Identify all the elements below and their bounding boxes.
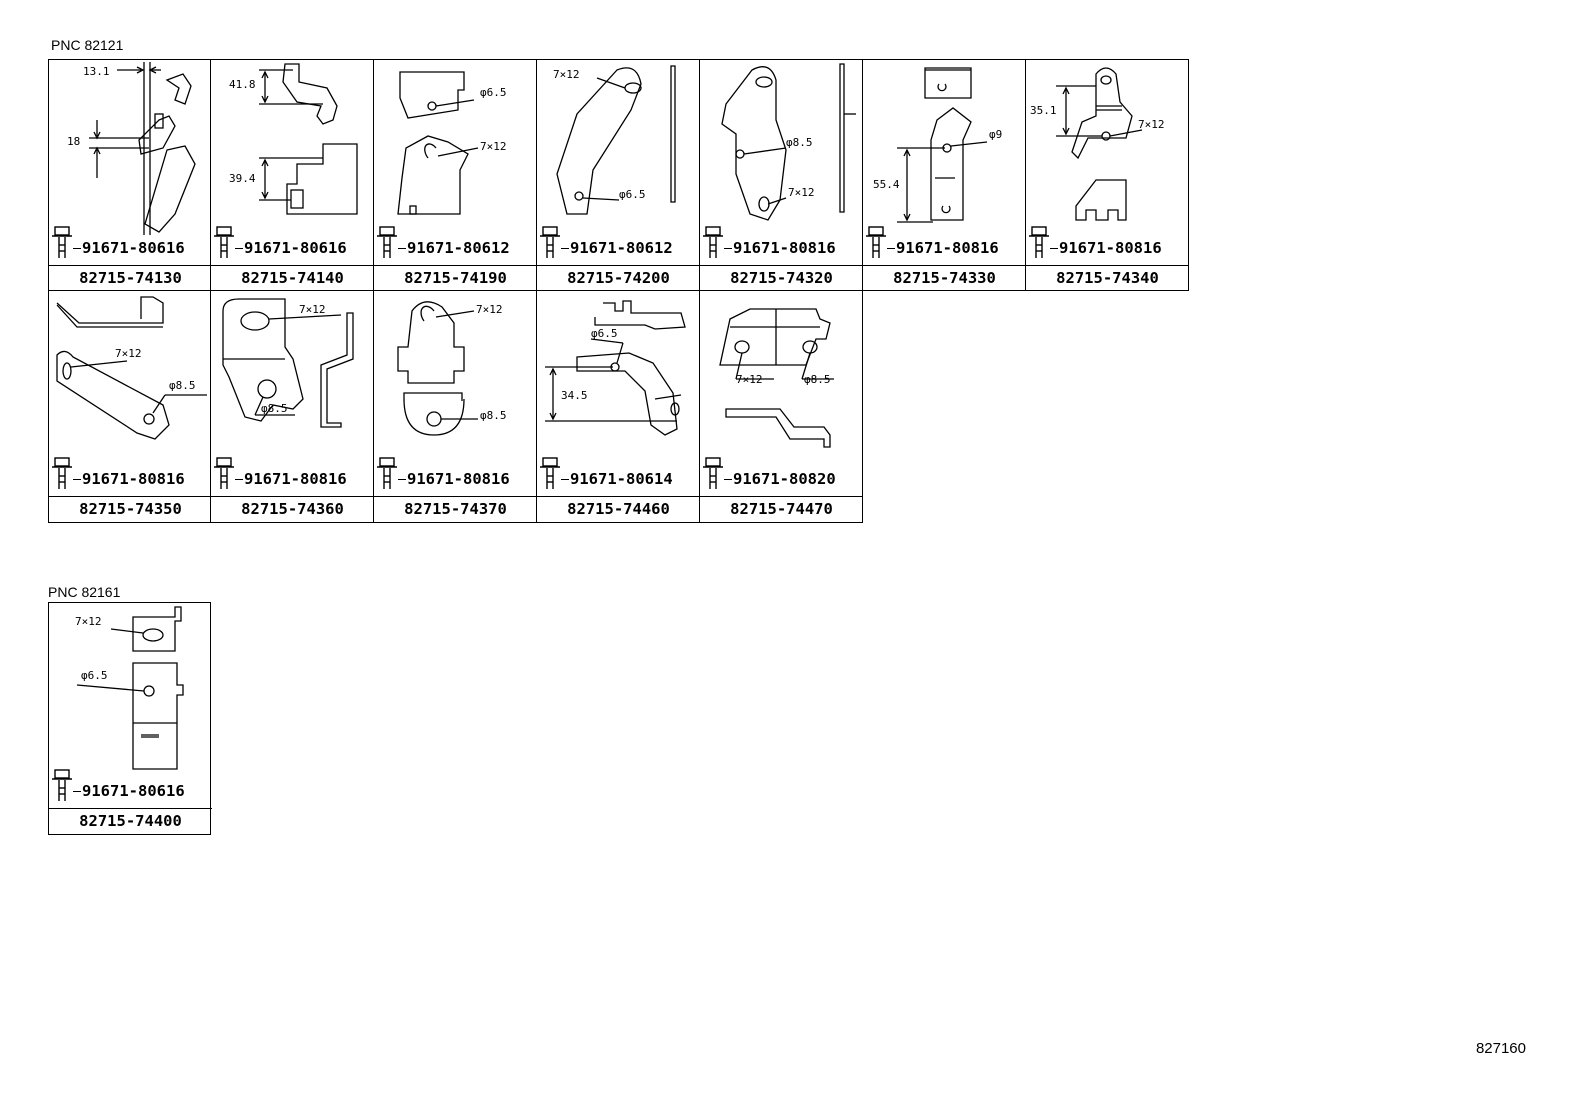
bolt-icon — [214, 226, 234, 258]
bracket-drawing: 35.1 7×12 — [1030, 67, 1165, 221]
dim-label: 7×12 — [480, 140, 507, 153]
part-cell[interactable]: 7×12 φ8.5 91671-80816 82715-74370 — [374, 291, 537, 523]
part-number[interactable]: 82715-74330 — [863, 265, 1026, 291]
bolt-number: 91671-80612 — [561, 239, 673, 257]
dim-label: 41.8 — [229, 78, 256, 91]
dim-label: φ8.5 — [804, 373, 831, 386]
bolt-number: 91671-80612 — [398, 239, 510, 257]
bolt-number: 91671-80616 — [73, 239, 185, 257]
dim-label: φ8.5 — [480, 409, 507, 422]
dim-label: 7×12 — [476, 303, 503, 316]
part-cell[interactable]: φ6.5 34.5 91671-80614 82715-74460 — [537, 291, 700, 523]
dim-label: 7×12 — [553, 68, 580, 81]
dim-label: 7×12 — [736, 373, 763, 386]
bracket-drawing: φ6.5 34.5 — [545, 300, 686, 436]
dim-label: 39.4 — [229, 172, 256, 185]
part-cell[interactable]: 35.1 7×12 91671-80816 82715-74340 — [1026, 59, 1189, 291]
part-number[interactable]: 82715-74360 — [211, 496, 374, 522]
dim-label: 18 — [67, 135, 80, 148]
bracket-drawing: 7×12 φ6.5 — [75, 606, 184, 770]
parts-grid-82161: 7×12 φ6.5 91671-80616 82715-74400 — [48, 602, 212, 835]
bolt-icon — [866, 226, 886, 258]
part-number[interactable]: 82715-74320 — [700, 265, 863, 291]
part-number[interactable]: 82715-74470 — [700, 496, 863, 522]
dim-label: φ6.5 — [619, 188, 646, 201]
dim-label: φ8.5 — [786, 136, 813, 149]
part-cell[interactable]: φ8.5 7×12 91671-80816 82715-74320 — [700, 59, 863, 291]
part-number[interactable]: 82715-74140 — [211, 265, 374, 291]
pnc-label-82161: PNC 82161 — [48, 584, 121, 600]
bracket-drawing: 41.8 39.4 — [229, 63, 358, 215]
dim-label: 13.1 — [83, 65, 110, 78]
dim-label: 7×12 — [299, 303, 326, 316]
part-number[interactable]: 82715-74370 — [374, 496, 537, 522]
dim-label: 34.5 — [561, 389, 588, 402]
dim-label: 35.1 — [1030, 104, 1057, 117]
bracket-drawing: 7×12 φ8.5 — [222, 298, 354, 428]
bolt-number: 91671-80616 — [73, 782, 185, 800]
bolt-icon — [703, 226, 723, 258]
bolt-icon — [540, 226, 560, 258]
part-cell[interactable]: 7×12 φ6.5 91671-80616 82715-74400 — [48, 602, 212, 835]
bolt-icon — [377, 457, 397, 489]
bolt-icon — [540, 457, 560, 489]
part-number[interactable]: 82715-74200 — [537, 265, 700, 291]
part-number[interactable]: 82715-74130 — [49, 265, 212, 291]
bolt-number: 91671-80820 — [724, 470, 836, 488]
dim-label: φ6.5 — [480, 86, 507, 99]
part-cell[interactable]: φ9 55.4 91671-80816 82715-74330 — [863, 59, 1026, 291]
dim-label: φ8.5 — [169, 379, 196, 392]
bracket-drawing: φ8.5 7×12 — [721, 63, 856, 221]
bracket-drawing: 7×12 φ8.5 — [397, 301, 507, 436]
bolt-number: 91671-80816 — [887, 239, 999, 257]
bolt-icon — [377, 226, 397, 258]
part-cell[interactable]: 7×12 φ6.5 91671-80612 82715-74200 — [537, 59, 700, 291]
part-number[interactable]: 82715-74190 — [374, 265, 537, 291]
bracket-drawing: φ6.5 7×12 — [397, 71, 507, 215]
bracket-drawing: 7×12 φ6.5 — [553, 65, 676, 215]
bolt-icon — [214, 457, 234, 489]
parts-grid-82121: 13.1 18 91671-80616 82715-74130 41.8 39.… — [48, 59, 1189, 523]
bolt-number: 91671-80816 — [73, 470, 185, 488]
part-cell[interactable]: φ6.5 7×12 91671-80612 82715-74190 — [374, 59, 537, 291]
bolt-icon — [52, 457, 72, 489]
dim-label: 7×12 — [1138, 118, 1165, 131]
bracket-drawing: 7×12 φ8.5 — [719, 308, 834, 448]
bolt-number: 91671-80614 — [561, 470, 673, 488]
bolt-icon — [703, 457, 723, 489]
part-cell[interactable]: 13.1 18 91671-80616 82715-74130 — [48, 59, 212, 291]
diagram-code: 827160 — [1475, 1040, 1526, 1057]
bolt-number: 91671-80616 — [235, 239, 347, 257]
bolt-number: 91671-80816 — [398, 470, 510, 488]
bolt-icon — [52, 769, 72, 801]
part-cell[interactable]: 7×12 φ8.5 91671-80820 82715-74470 — [700, 291, 863, 523]
dim-label: φ6.5 — [81, 669, 108, 682]
part-number[interactable]: 82715-74340 — [1026, 265, 1189, 291]
bolt-number: 91671-80816 — [235, 470, 347, 488]
part-number[interactable]: 82715-74350 — [49, 496, 212, 522]
pnc-label-82121: PNC 82121 — [51, 37, 124, 53]
part-cell[interactable]: 7×12 φ8.5 91671-80816 82715-74350 — [48, 291, 212, 523]
bolt-icon — [1029, 226, 1049, 258]
dim-label: 7×12 — [75, 615, 102, 628]
bracket-drawing: φ9 55.4 — [873, 67, 1002, 223]
part-cell[interactable]: 41.8 39.4 91671-80616 82715-74140 — [211, 59, 374, 291]
bolt-number: 91671-80816 — [1050, 239, 1162, 257]
dim-label: 7×12 — [788, 186, 815, 199]
bracket-drawing: 7×12 φ8.5 — [56, 296, 207, 440]
bracket-drawing: 13.1 18 — [67, 62, 196, 235]
dim-label: 55.4 — [873, 178, 900, 191]
bolt-number: 91671-80816 — [724, 239, 836, 257]
bolt-icon — [52, 226, 72, 258]
part-number[interactable]: 82715-74400 — [49, 808, 212, 834]
dim-label: φ6.5 — [591, 327, 618, 340]
part-number[interactable]: 82715-74460 — [537, 496, 700, 522]
dim-label: 7×12 — [115, 347, 142, 360]
part-cell[interactable]: 7×12 φ8.5 91671-80816 82715-74360 — [211, 291, 374, 523]
dim-label: φ8.5 — [261, 402, 288, 415]
dim-label: φ9 — [989, 128, 1002, 141]
